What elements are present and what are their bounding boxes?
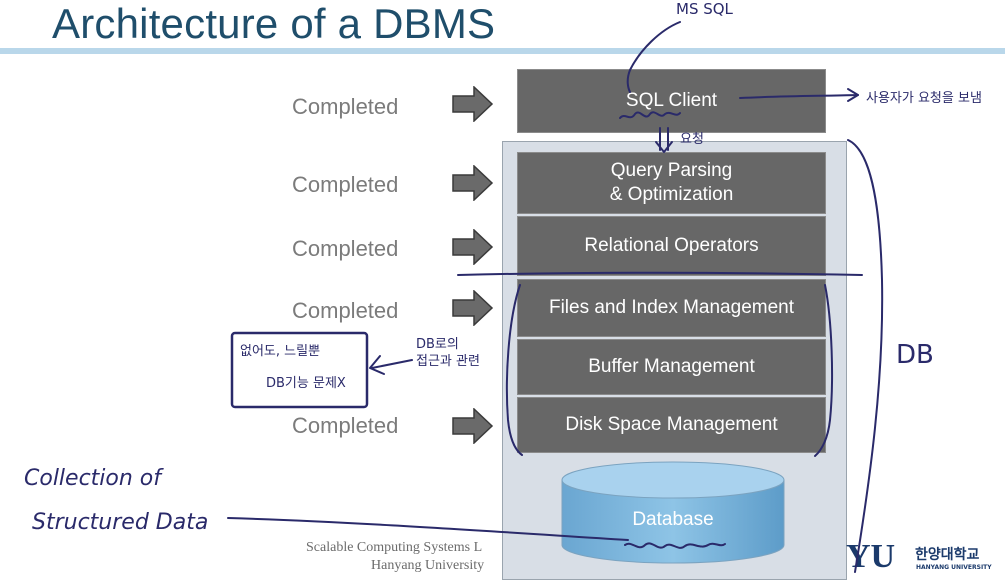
layer-sql-client: SQL Client: [517, 69, 826, 133]
university-logo-mark: YU: [846, 538, 896, 575]
note-request: 요청: [680, 132, 704, 147]
completed-label-files-index: Completed: [292, 298, 399, 323]
completed-label-relational-operators: Completed: [292, 236, 399, 261]
layer-files-index: Files and Index Management: [517, 279, 826, 337]
right-arrow-icon: [452, 229, 494, 265]
note-db: DB: [896, 340, 934, 370]
right-arrow-icon: [452, 290, 494, 326]
layer-relational-operators: Relational Operators: [517, 216, 826, 276]
university-logo-korean: 한양대학교: [915, 547, 980, 563]
right-arrow-icon: [452, 86, 494, 122]
right-arrow-icon: [452, 408, 494, 444]
completed-label-sql-client: Completed: [292, 94, 399, 119]
note-user-request: 사용자가 요청을 보냄: [866, 91, 982, 106]
note-box-line2: DB기능 문제X: [266, 376, 346, 391]
right-arrow-icon: [452, 165, 494, 201]
university-logo-english: HANYANG UNIVERSITY: [916, 564, 992, 571]
layer-query-parsing: Query Parsing & Optimization: [517, 152, 826, 214]
completed-label-query-parsing: Completed: [292, 172, 399, 197]
database-label: Database: [632, 509, 714, 530]
footer-university: Hanyang University: [371, 558, 485, 573]
layer-disk-space: Disk Space Management: [517, 397, 826, 453]
note-structured-data: Structured Data: [32, 510, 209, 535]
note-collection-of: Collection of: [24, 466, 162, 491]
note-db-access: DB로의 접근과 관련: [416, 337, 480, 369]
note-ms-sql: MS SQL: [676, 0, 733, 18]
title-divider: [0, 48, 1005, 54]
slide-title: Architecture of a DBMS: [52, 0, 496, 47]
layer-buffer: Buffer Management: [517, 339, 826, 395]
completed-label-disk-space: Completed: [292, 413, 399, 438]
note-box-line1: 없어도, 느릴뿐: [240, 344, 321, 359]
footer-lab-name: Scalable Computing Systems L: [306, 540, 483, 555]
